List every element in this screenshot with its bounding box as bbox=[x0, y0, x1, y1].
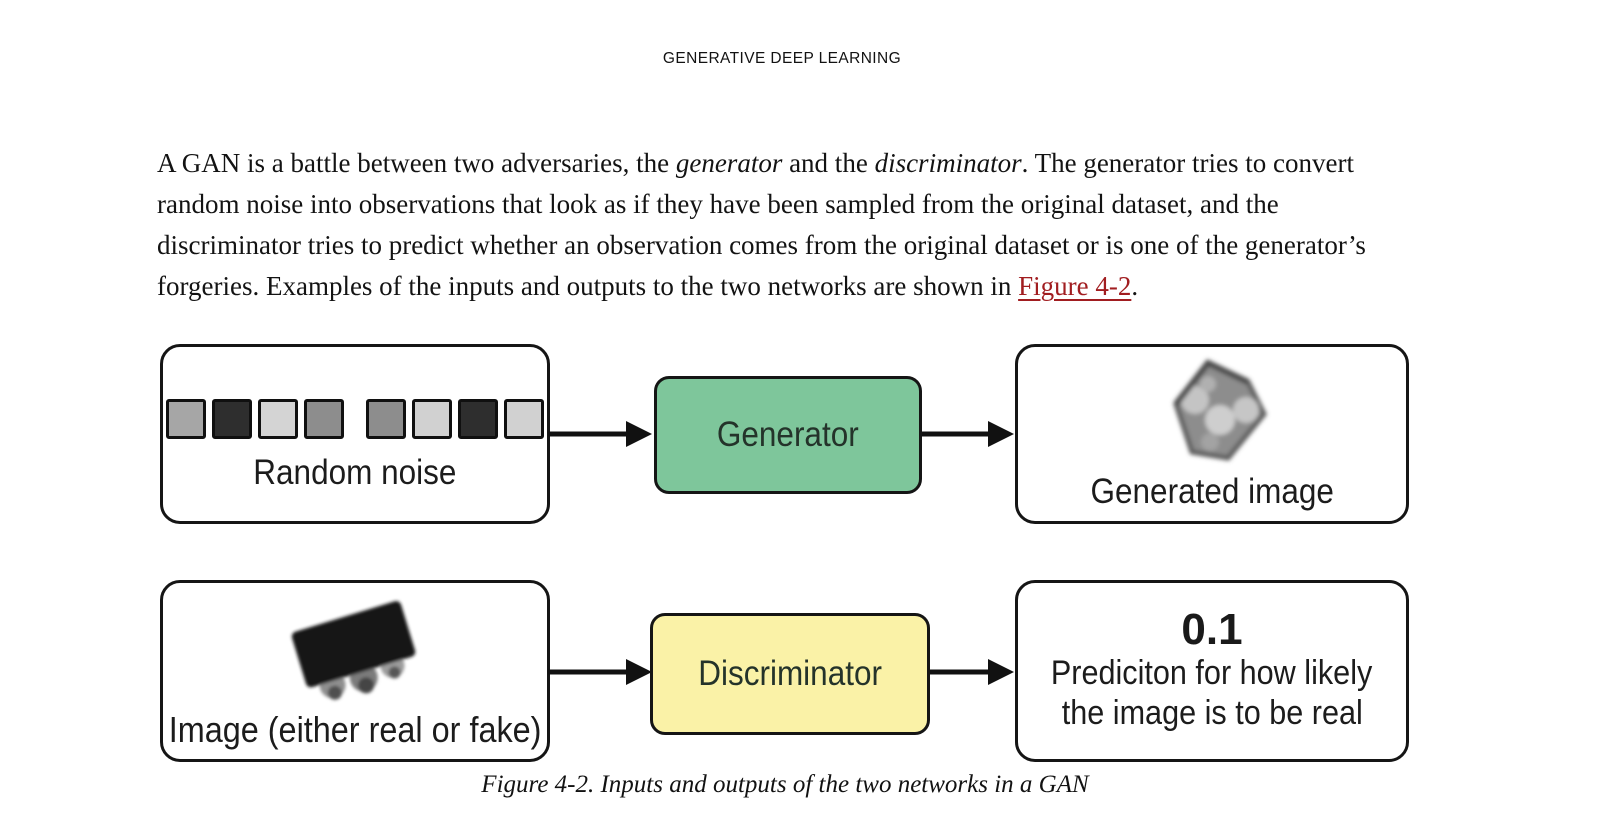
noise-square bbox=[166, 399, 206, 439]
arrow-right-icon bbox=[930, 659, 1014, 685]
figure-4-2-link[interactable]: Figure 4-2 bbox=[1018, 271, 1132, 301]
random-noise-label: Random noise bbox=[253, 453, 457, 492]
prediction-line-1: Prediciton for how likely bbox=[1051, 654, 1373, 692]
generated-image-box: Generated image bbox=[1015, 344, 1409, 524]
generator-label: Generator bbox=[717, 415, 859, 454]
arrow-right-icon bbox=[548, 421, 652, 447]
discriminator-label: Discriminator bbox=[698, 654, 882, 693]
input-image-label: Image (either real or fake) bbox=[168, 709, 542, 750]
camera-image bbox=[291, 601, 416, 700]
noise-square bbox=[504, 399, 544, 439]
term-generator: generator bbox=[675, 148, 783, 178]
discriminator-box: Discriminator bbox=[650, 613, 930, 735]
generated-image-label: Generated image bbox=[1090, 472, 1334, 511]
noise-square bbox=[258, 399, 298, 439]
random-noise-box: Random noise bbox=[160, 344, 550, 524]
prediction-line-2: the image is to be real bbox=[1061, 694, 1363, 732]
arrow-right-icon bbox=[922, 421, 1014, 447]
paragraph-segment: . The generator tries to convert random … bbox=[157, 148, 1366, 301]
running-header: GENERATIVE DEEP LEARNING bbox=[662, 50, 902, 67]
noise-square bbox=[212, 399, 252, 439]
prediction-value: 0.1 bbox=[1181, 605, 1243, 654]
noise-square bbox=[458, 399, 498, 439]
paragraph-segment: and the bbox=[782, 148, 875, 178]
noise-square bbox=[412, 399, 452, 439]
prediction-box: 0.1 Prediciton for how likely the image … bbox=[1015, 580, 1409, 762]
arrow-right-icon bbox=[548, 659, 652, 685]
noise-squares bbox=[166, 399, 544, 439]
paragraph-segment: A GAN is a battle between two adversarie… bbox=[157, 148, 676, 178]
noise-square bbox=[304, 399, 344, 439]
generator-box: Generator bbox=[654, 376, 922, 494]
noise-square bbox=[366, 399, 406, 439]
paragraph-segment: . bbox=[1131, 271, 1139, 301]
term-discriminator: discriminator bbox=[874, 148, 1022, 178]
input-image-box: Image (either real or fake) bbox=[160, 580, 550, 762]
paragraph-text: A GAN is a battle between two adversarie… bbox=[157, 143, 1407, 307]
figure-caption: Figure 4-2. Inputs and outputs of the tw… bbox=[481, 771, 1089, 798]
generated-image-thumbnail bbox=[1173, 359, 1267, 461]
